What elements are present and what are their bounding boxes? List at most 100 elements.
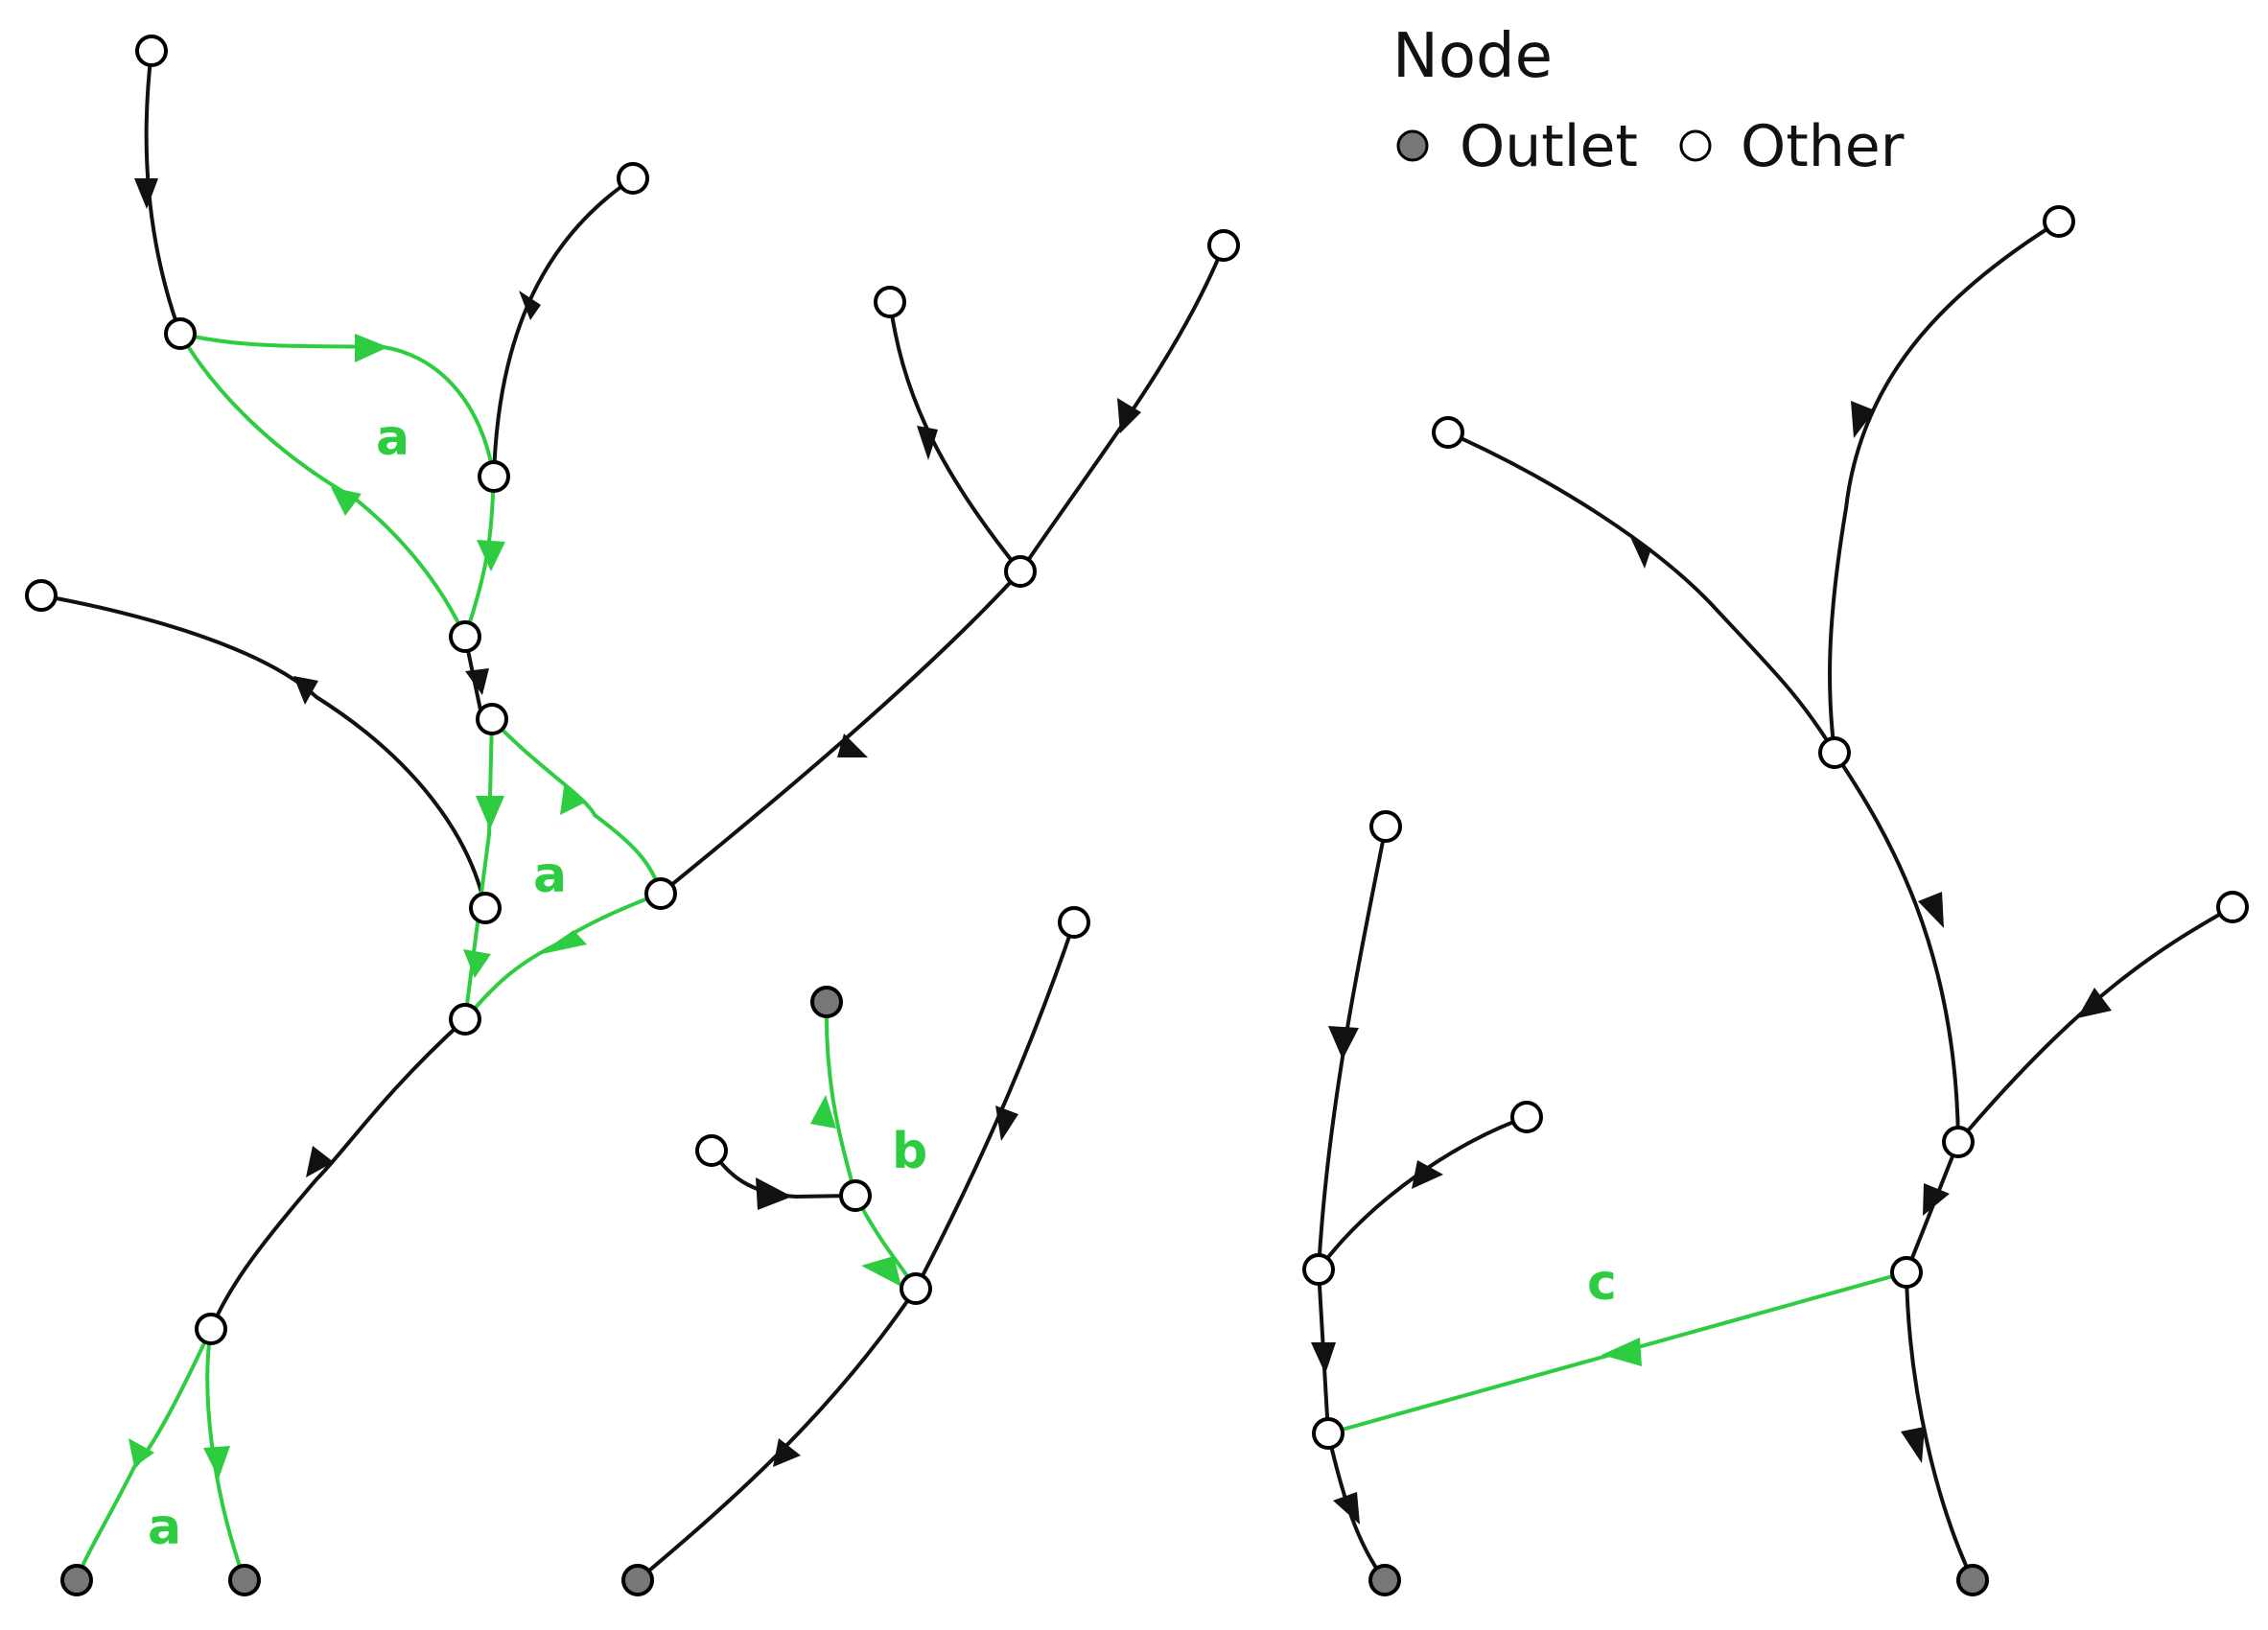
arrow-marker [1923, 1183, 1950, 1216]
edge [492, 176, 635, 477]
arrow-marker [1412, 1160, 1443, 1189]
edge [1833, 751, 1960, 1143]
arrow-marker [203, 1446, 230, 1479]
node-other [476, 703, 508, 735]
node-other [2216, 891, 2249, 923]
legend-outlet-swatch [1396, 129, 1429, 162]
arrow-marker [542, 930, 587, 954]
node-other [1942, 1126, 1975, 1158]
arrow-marker [995, 1106, 1018, 1141]
node-other [900, 1272, 932, 1305]
normal-edges [40, 50, 2233, 1582]
node-outlet [228, 1564, 261, 1596]
edge [1828, 220, 2061, 754]
arrow-marker [355, 334, 388, 362]
arrow-marker [1918, 892, 1944, 928]
edge [40, 594, 487, 909]
arrow-marker [293, 676, 318, 705]
edge-label-a-middle: a [533, 847, 567, 904]
node-other [135, 35, 168, 67]
node-other [469, 892, 502, 924]
arrow-marker [331, 487, 362, 516]
node-other [1058, 906, 1090, 939]
highlighted-edges [75, 332, 1907, 1581]
legend-outlet-label: Outlet [1460, 113, 1638, 180]
arrow-marker [1901, 1427, 1925, 1463]
node-other [1432, 416, 1464, 449]
node-other [644, 877, 677, 910]
node-other [478, 460, 510, 493]
node-other [1818, 736, 1851, 769]
edge [1956, 905, 2233, 1144]
edge-label-a-bottom: a [148, 1499, 181, 1556]
edge [659, 570, 1022, 896]
legend-other-swatch [1679, 129, 1712, 162]
arrow-marker [1333, 1492, 1360, 1525]
arrow-marker [134, 178, 158, 209]
arrow-marker [837, 734, 868, 757]
node-other [1369, 810, 1402, 843]
normal-edge-arrows [134, 178, 2112, 1525]
edge [490, 717, 663, 895]
arrow-marker [463, 949, 491, 978]
arrow-marker [1630, 537, 1651, 569]
edge [710, 1149, 856, 1199]
node-other [2043, 205, 2075, 238]
arrow-marker [756, 1177, 792, 1210]
node-other [195, 1313, 227, 1345]
edge-label-b: b [892, 1123, 927, 1180]
edge [914, 921, 1076, 1290]
node-other [449, 620, 481, 653]
legend: Node Outlet Other [1392, 21, 1905, 180]
node-other [1510, 1101, 1543, 1133]
arrow-marker [810, 1095, 836, 1129]
node-outlet [1956, 1564, 1989, 1596]
arrow-marker [917, 426, 938, 460]
node-other [25, 579, 58, 612]
arrow-marker [477, 540, 505, 571]
edge [636, 1287, 918, 1582]
edge-label-a-top: a [376, 409, 409, 467]
arrow-marker [306, 1146, 334, 1177]
node-outlet [1368, 1564, 1401, 1596]
edge [1905, 1271, 1975, 1581]
node-other [1207, 229, 1240, 262]
arrow-marker [519, 291, 541, 320]
node-other [1004, 555, 1037, 588]
node-other [695, 1134, 728, 1167]
arrow-marker [465, 668, 489, 695]
node-other [1312, 1417, 1344, 1450]
node-other [617, 162, 649, 195]
node-outlet [621, 1564, 654, 1596]
edge [1447, 431, 1836, 755]
legend-title: Node [1392, 21, 1553, 92]
node-other [449, 1003, 481, 1036]
edge [144, 50, 182, 335]
arrow-marker [560, 786, 587, 815]
arrow-marker [861, 1256, 901, 1287]
edge [178, 332, 467, 638]
edge [1018, 244, 1226, 573]
edge [1317, 826, 1388, 1270]
node-other [839, 1179, 872, 1212]
arrow-marker [773, 1438, 801, 1467]
node-other [1302, 1253, 1335, 1286]
node-other [164, 317, 197, 350]
edge [1317, 1115, 1528, 1271]
edge [179, 332, 496, 477]
edge [463, 718, 494, 1020]
node-other [874, 286, 906, 318]
node-outlet [810, 986, 843, 1018]
arrow-marker [1311, 1342, 1336, 1374]
arrow-marker [476, 796, 504, 829]
node-other [1890, 1256, 1923, 1289]
node-outlet [60, 1564, 93, 1596]
arrow-marker [1602, 1338, 1642, 1366]
arrow-marker [1328, 1026, 1359, 1060]
arrow-marker [1117, 398, 1141, 433]
nodes [25, 35, 2249, 1596]
arrow-marker [2077, 988, 2112, 1018]
arrow-marker [1851, 401, 1875, 438]
edge-label-c: c [1587, 1254, 1617, 1312]
